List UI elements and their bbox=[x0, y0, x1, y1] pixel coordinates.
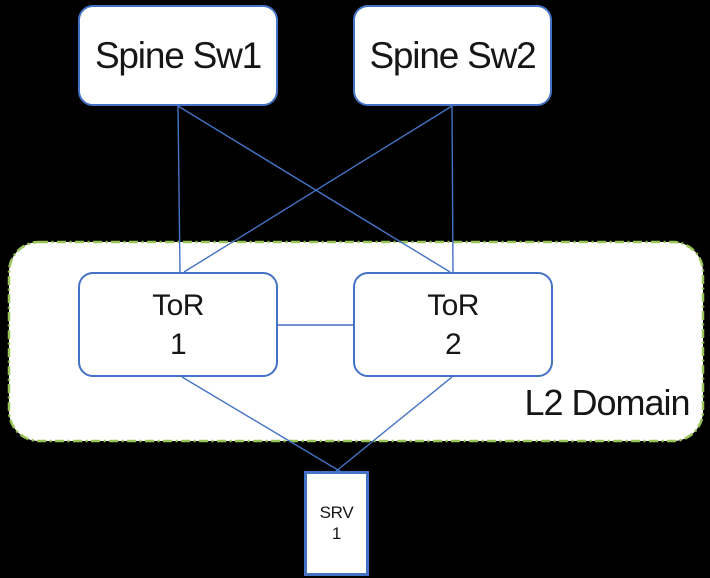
l2-domain-label: L2 Domain bbox=[524, 382, 690, 423]
node-tor-1-label-line2: 1 bbox=[169, 327, 187, 361]
node-spine-sw1: Spine Sw1 bbox=[78, 5, 278, 106]
link-spine2-tor1 bbox=[183, 105, 453, 273]
node-tor-2-label-line2: 2 bbox=[444, 327, 462, 361]
link-spine1-tor2 bbox=[177, 105, 451, 273]
link-tor1-srv1 bbox=[181, 376, 344, 474]
node-srv-1-label-line2: 1 bbox=[331, 523, 342, 543]
link-spine2-tor2 bbox=[451, 105, 454, 273]
link-tor2-srv1 bbox=[334, 376, 453, 473]
node-tor-2-label-line1: ToR bbox=[427, 288, 479, 322]
link-spine1-tor1 bbox=[177, 105, 181, 273]
node-spine-sw2: Spine Sw2 bbox=[353, 5, 552, 106]
node-srv-1-label-line1: SRV bbox=[319, 503, 354, 523]
node-tor-1-label-line1: ToR bbox=[152, 288, 204, 322]
node-srv-1: SRV 1 bbox=[304, 471, 369, 576]
node-tor-1: ToR 1 bbox=[78, 272, 278, 377]
node-spine-sw1-label: Spine Sw1 bbox=[94, 34, 262, 76]
node-spine-sw2-label: Spine Sw2 bbox=[369, 34, 536, 76]
node-tor-2: ToR 2 bbox=[353, 272, 553, 377]
